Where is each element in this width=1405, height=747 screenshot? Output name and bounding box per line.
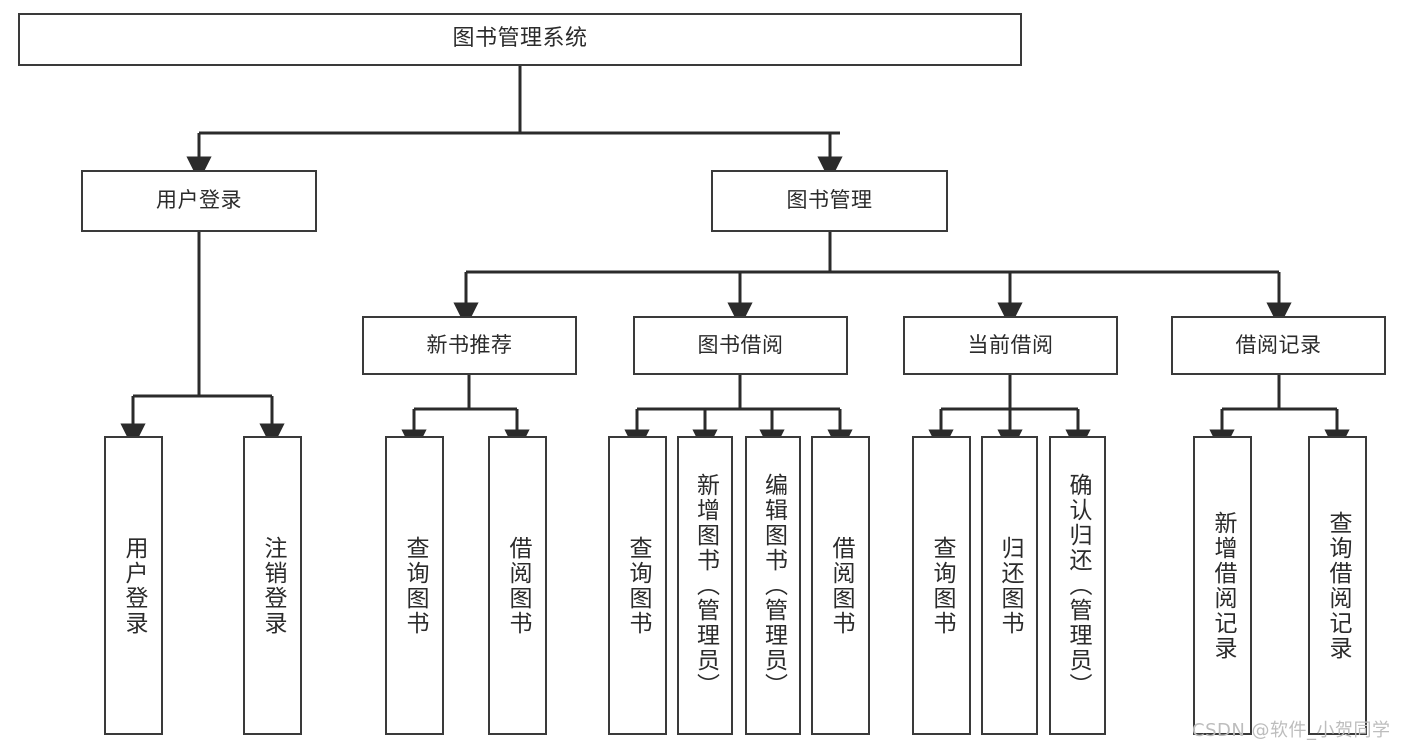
node-label: 查询图书 — [625, 535, 651, 636]
node-label: 图书管理 — [786, 188, 873, 213]
leaf-edit-book-admin[interactable]: 编辑图书（管理员） — [745, 436, 801, 735]
leaf-user-login[interactable]: 用户登录 — [104, 436, 163, 735]
node-label: 借阅记录 — [1235, 332, 1322, 357]
node-borrow-record[interactable]: 借阅记录 — [1171, 316, 1386, 375]
leaf-logout[interactable]: 注销登录 — [243, 436, 302, 735]
node-label: 图书管理系统 — [452, 26, 588, 52]
csdn-watermark: CSDN @软件_小贺同学 — [1192, 720, 1391, 741]
node-root-system[interactable]: 图书管理系统 — [18, 13, 1022, 66]
node-label: 图书借阅 — [697, 332, 784, 357]
leaf-query-book-current[interactable]: 查询图书 — [912, 436, 971, 735]
node-label: 确认归还（管理员） — [1065, 473, 1091, 698]
node-new-book-recommend[interactable]: 新书推荐 — [362, 316, 577, 375]
node-label: 新书推荐 — [426, 332, 513, 357]
node-label: 新增图书（管理员） — [692, 473, 719, 698]
node-label: 查询图书 — [402, 535, 428, 636]
node-label: 归还图书 — [997, 535, 1023, 636]
leaf-query-book-borrow[interactable]: 查询图书 — [608, 436, 667, 735]
leaf-confirm-return-admin[interactable]: 确认归还（管理员） — [1049, 436, 1106, 735]
node-current-borrow[interactable]: 当前借阅 — [903, 316, 1118, 375]
leaf-add-book-admin[interactable]: 新增图书（管理员） — [677, 436, 733, 735]
leaf-add-borrow-record[interactable]: 新增借阅记录 — [1193, 436, 1252, 735]
node-label: 编辑图书（管理员） — [760, 473, 787, 698]
node-label: 借阅图书 — [505, 535, 531, 636]
node-label: 查询图书 — [929, 535, 955, 636]
leaf-borrow-book-recommend[interactable]: 借阅图书 — [488, 436, 547, 735]
node-label: 注销登录 — [260, 535, 286, 636]
leaf-query-borrow-record[interactable]: 查询借阅记录 — [1308, 436, 1367, 735]
leaf-borrow-book[interactable]: 借阅图书 — [811, 436, 870, 735]
node-label: 借阅图书 — [828, 535, 854, 636]
node-label: 查询借阅记录 — [1325, 510, 1351, 661]
leaf-query-book-recommend[interactable]: 查询图书 — [385, 436, 444, 735]
node-label: 新增借阅记录 — [1210, 510, 1236, 661]
node-label: 当前借阅 — [967, 332, 1054, 357]
leaf-return-book[interactable]: 归还图书 — [981, 436, 1038, 735]
node-label: 用户登录 — [156, 188, 242, 213]
node-label: 用户登录 — [121, 535, 147, 636]
node-book-borrow[interactable]: 图书借阅 — [633, 316, 848, 375]
node-book-management[interactable]: 图书管理 — [711, 170, 948, 232]
node-user-login[interactable]: 用户登录 — [81, 170, 317, 232]
